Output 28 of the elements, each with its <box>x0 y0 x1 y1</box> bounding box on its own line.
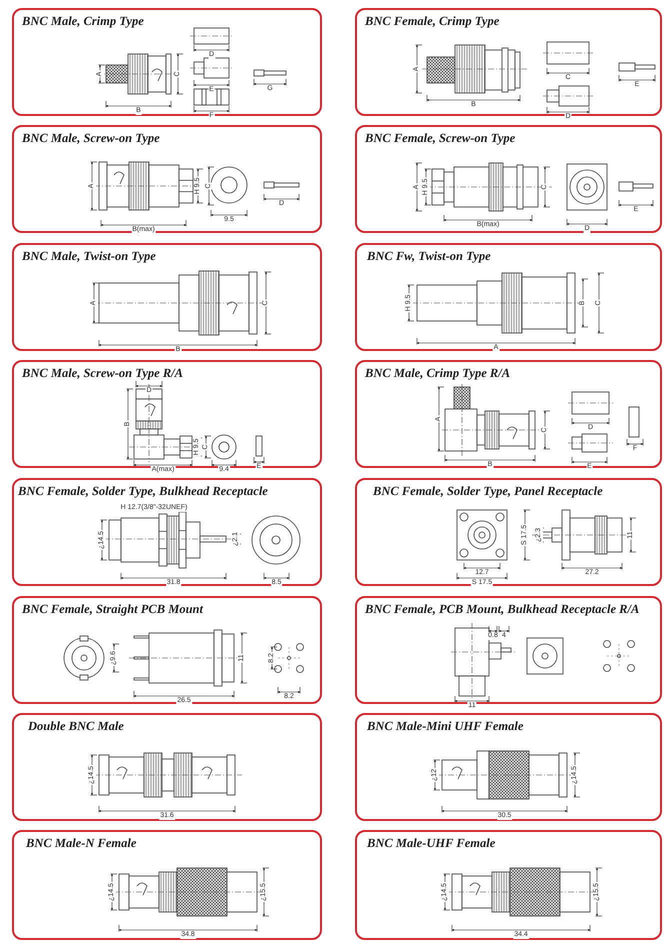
product-card <box>12 830 322 940</box>
product-card <box>12 596 322 704</box>
product-card <box>12 713 322 821</box>
product-card <box>12 478 322 586</box>
product-card <box>355 478 662 586</box>
card-title: BNC Male-UHF Female <box>367 836 496 851</box>
card-title: BNC Female, Screw-on Type <box>365 131 516 146</box>
card-title: BNC Male, Screw-on Type <box>22 131 160 146</box>
card-title: BNC Male, Crimp Type R/A <box>365 366 510 381</box>
product-card <box>12 243 322 351</box>
card-title: BNC Female, Straight PCB Mount <box>22 602 203 617</box>
card-title: BNC Male, Screw-on Type R/A <box>22 366 183 381</box>
card-title: BNC Male-N Female <box>26 836 136 851</box>
card-title: BNC Fw, Twist-on Type <box>367 249 491 264</box>
card-title: BNC Female, PCB Mount, Bulkhead Receptacle R/A <box>365 602 640 617</box>
card-title: BNC Male-Mini UHF Female <box>367 719 524 734</box>
card-title: Double BNC Male <box>28 719 124 734</box>
card-title: BNC Female, Solder Type, Bulkhead Receptacle <box>18 484 268 499</box>
card-title: BNC Female, Solder Type, Panel Receptacle <box>373 484 603 499</box>
product-card <box>12 125 322 233</box>
product-card <box>355 243 662 351</box>
card-title: BNC Male, Twist-on Type <box>22 249 156 264</box>
product-card <box>355 713 662 821</box>
card-title: BNC Male, Crimp Type <box>22 14 144 29</box>
product-card <box>355 830 662 940</box>
product-card <box>355 360 662 468</box>
product-card <box>355 125 662 233</box>
card-title: BNC Female, Crimp Type <box>365 14 500 29</box>
